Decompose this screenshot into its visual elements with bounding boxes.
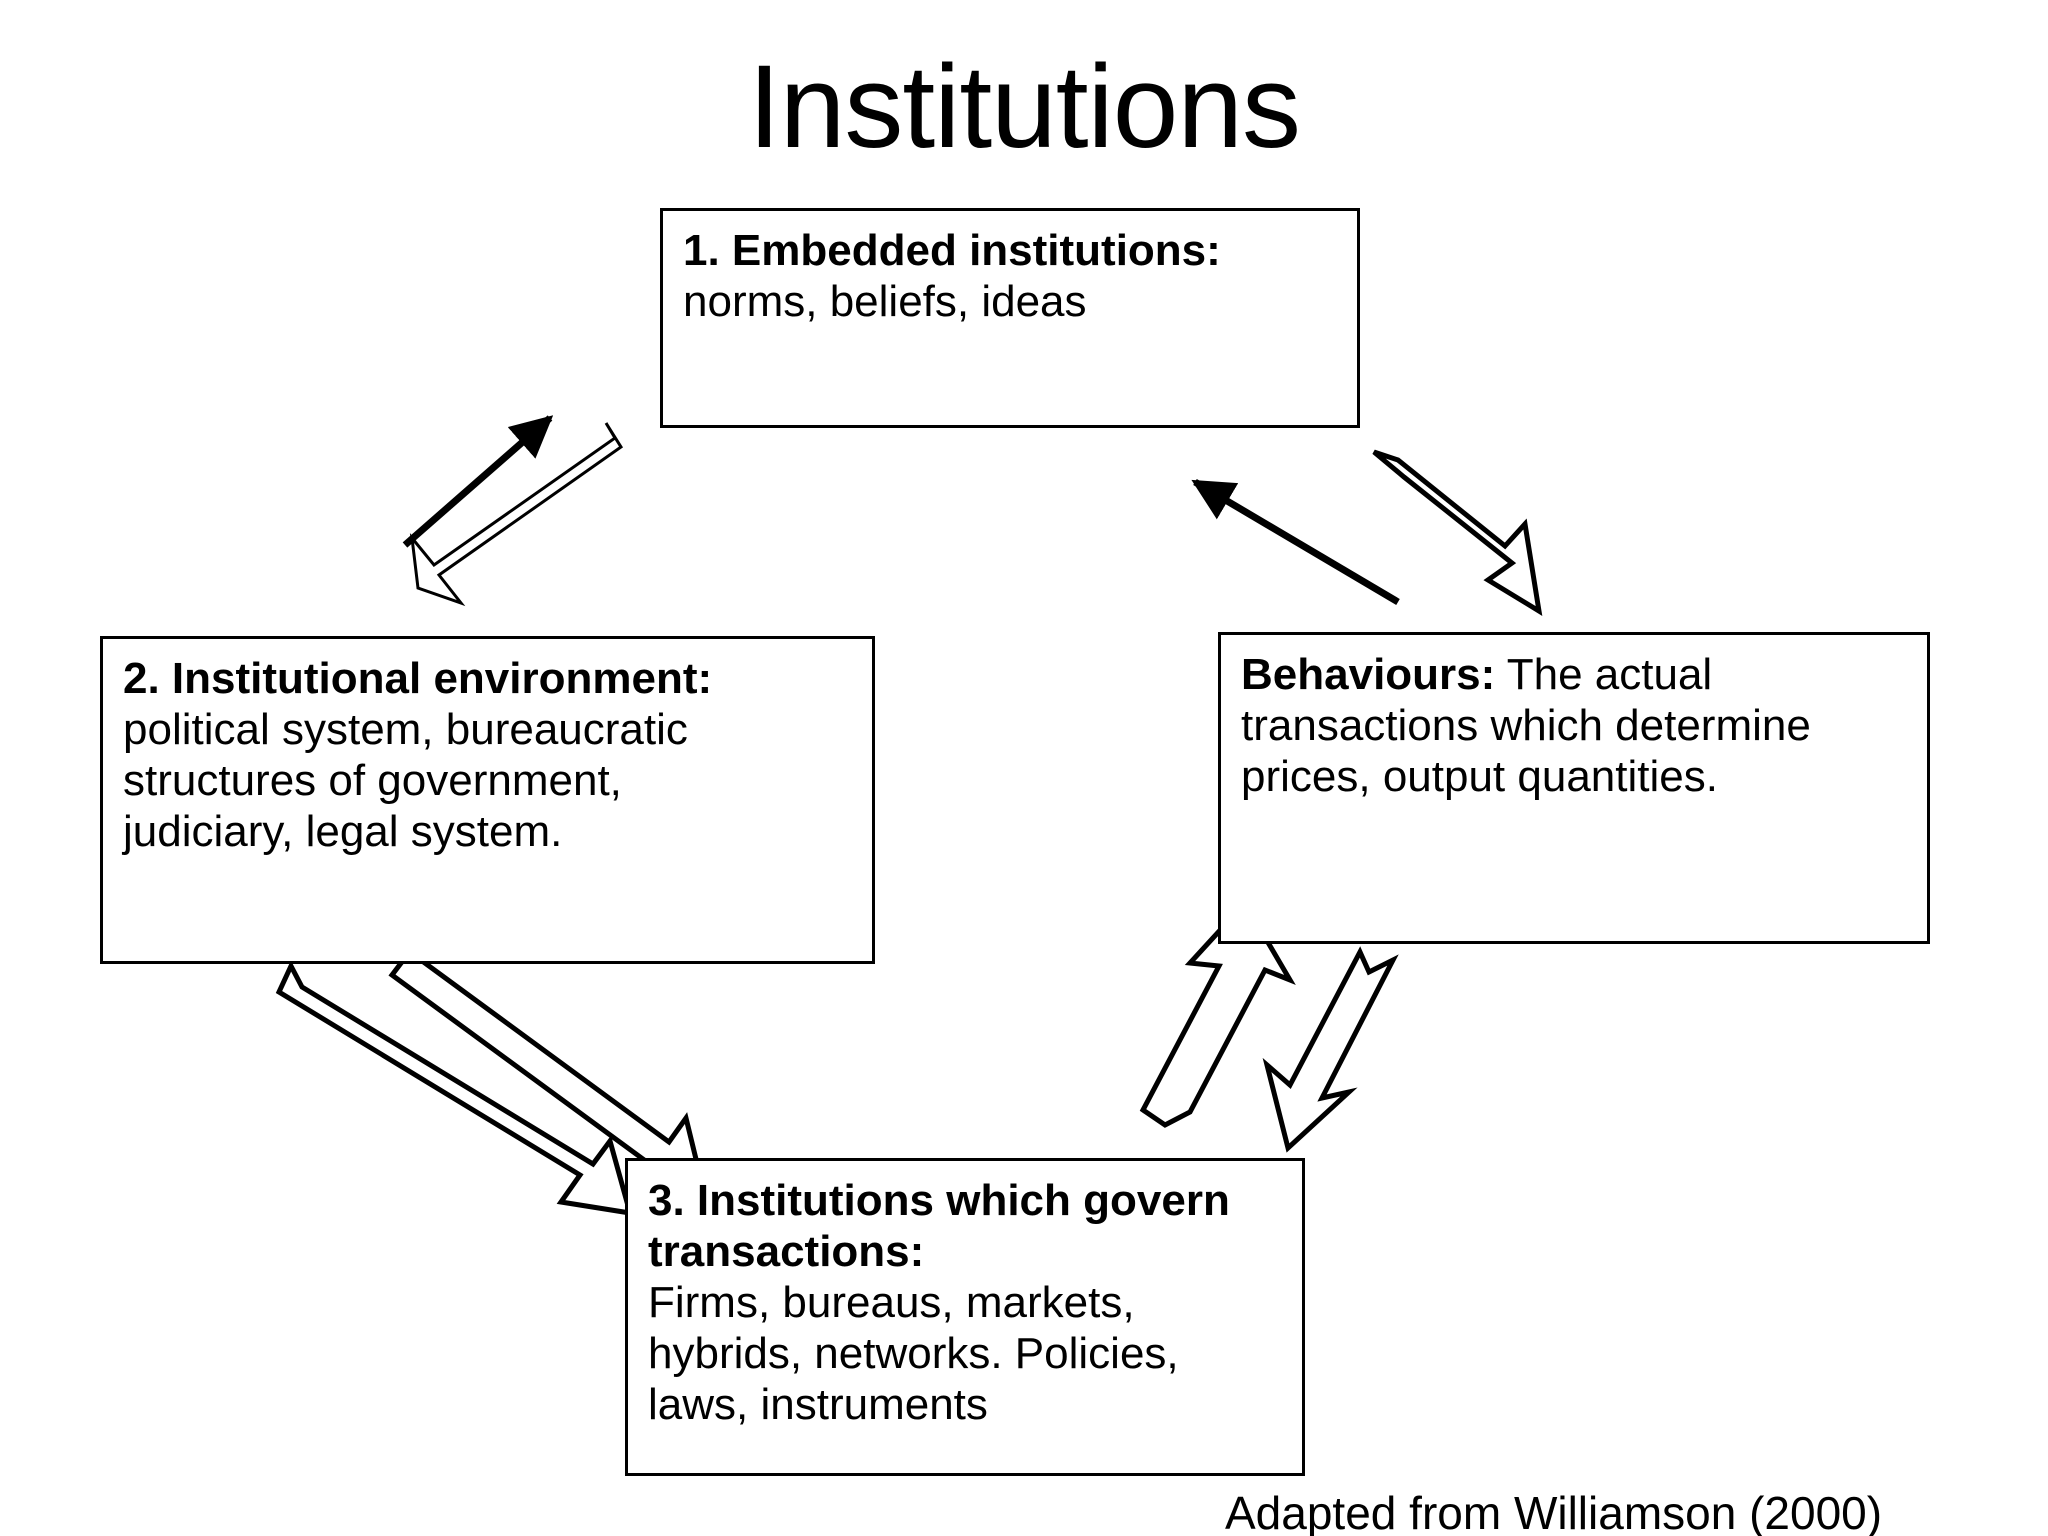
box-governance-body-line-2: hybrids, networks. Policies,	[648, 1329, 1179, 1379]
arrow-embedded-to-behaviours	[1372, 449, 1543, 616]
box-behaviours-heading: Behaviours:	[1241, 650, 1496, 699]
arrow-governance-to-environment	[388, 945, 708, 1195]
box-behaviours-body: The actual transactions which determine …	[1241, 650, 1811, 802]
box-governance-body-line-1: Firms, bureaus, markets,	[648, 1278, 1135, 1328]
arrow-environment-to-governance	[275, 960, 634, 1217]
box-governance-heading-line-2: transactions:	[648, 1227, 925, 1277]
arrow-behaviours-to-governance	[1262, 946, 1399, 1153]
box-embedded-institutions: 1. Embedded institutions: norms, beliefs…	[660, 208, 1360, 428]
box-institutional-environment: 2. Institutional environment: political …	[100, 636, 875, 964]
arrow-behaviours-to-embedded	[1191, 478, 1400, 606]
arrow-environment-to-embedded	[402, 415, 554, 548]
box-embedded-heading: 1. Embedded institutions:	[683, 226, 1221, 275]
box-environment-body-line-2: structures of government,	[123, 756, 622, 806]
box-governance-heading-line-1: 3. Institutions which govern	[648, 1176, 1230, 1225]
page-title: Institutions	[747, 41, 1301, 173]
box-embedded-body: norms, beliefs, ideas	[683, 277, 1087, 327]
box-governance-body-line-3: laws, instruments	[648, 1380, 988, 1430]
box-environment-body-line-3: judiciary, legal system.	[123, 807, 563, 857]
box-behaviours-text: Behaviours: The actual transactions whic…	[1241, 649, 1909, 802]
box-behaviours: Behaviours: The actual transactions whic…	[1218, 632, 1930, 944]
attribution-text: Adapted from Williamson (2000)	[1225, 1487, 1883, 1536]
box-environment-heading: 2. Institutional environment:	[123, 654, 713, 703]
box-governance-institutions: 3. Institutions which govern transaction…	[625, 1158, 1305, 1476]
arrow-embedded-to-environment	[409, 422, 624, 607]
box-environment-body-line-1: political system, bureaucratic	[123, 705, 688, 755]
